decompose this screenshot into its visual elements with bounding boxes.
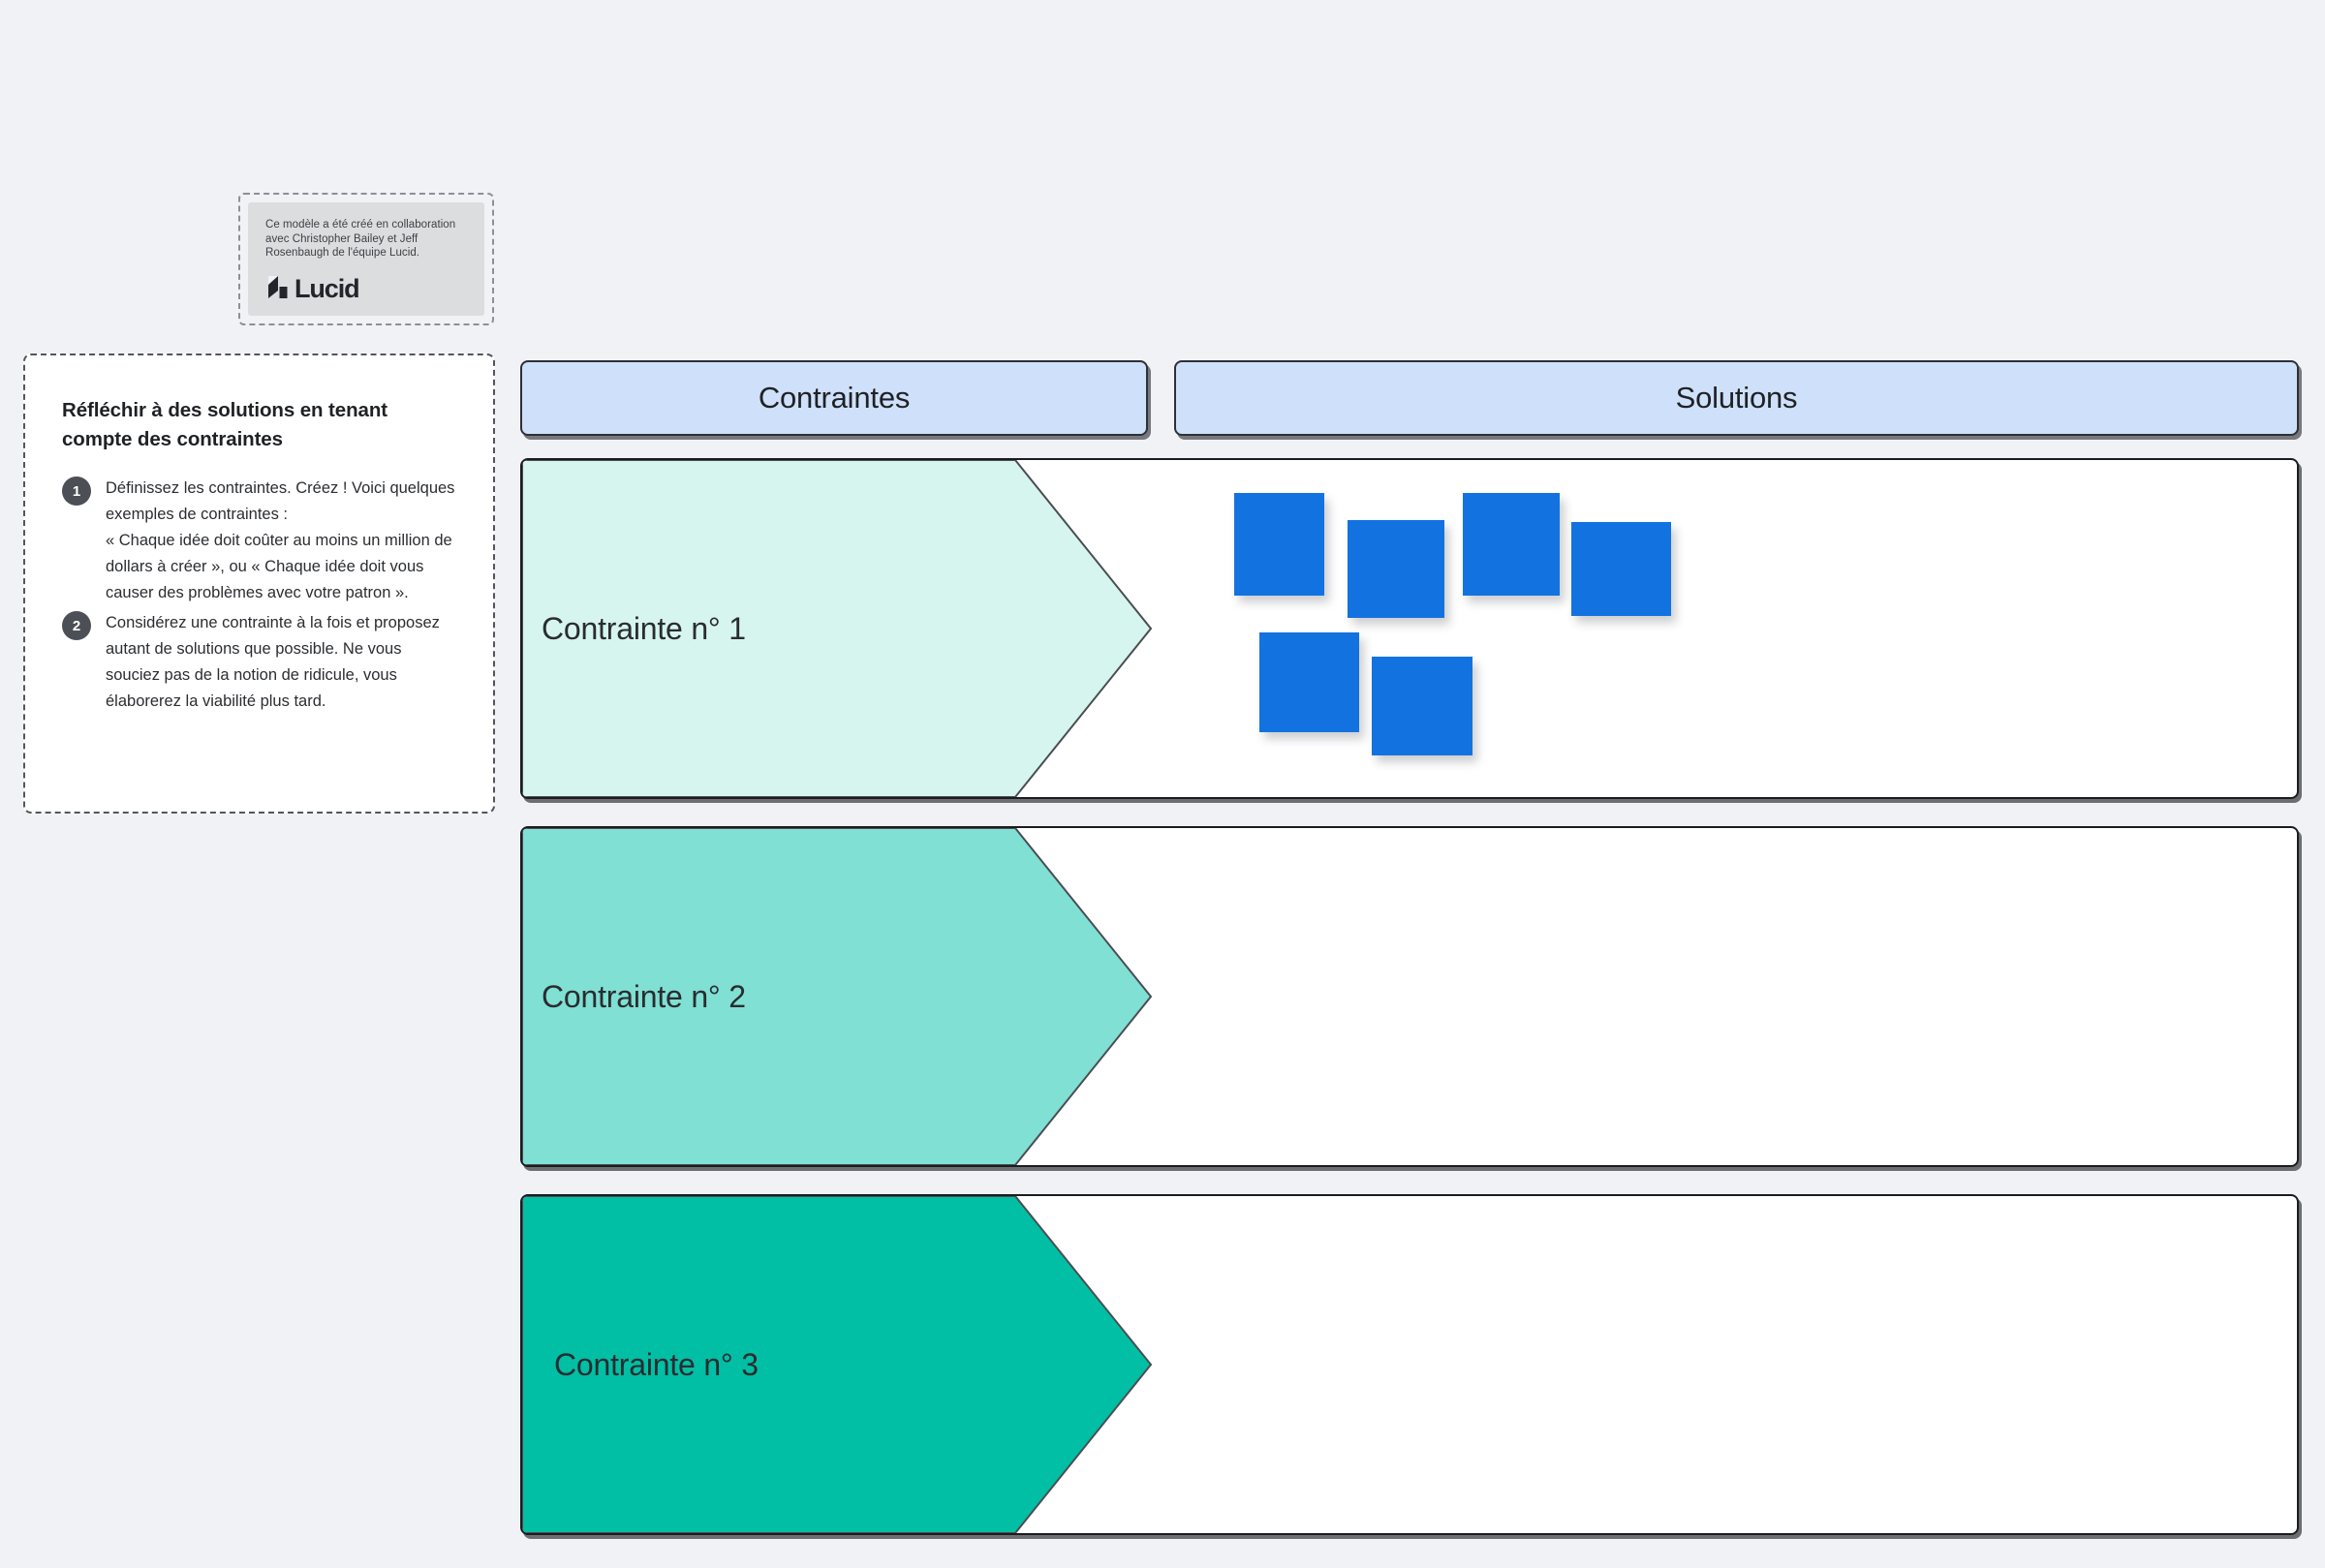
step-text: Définissez les contraintes. Créez ! Voic… (106, 479, 455, 601)
lucid-mark-icon (265, 274, 291, 305)
column-header-solutions-label: Solutions (1675, 381, 1798, 415)
constraint-chevron-3[interactable] (522, 1196, 1152, 1533)
sticky-note[interactable] (1348, 520, 1444, 618)
step-number-badge: 2 (62, 611, 91, 640)
sticky-note[interactable] (1463, 493, 1560, 596)
constraint-row-2[interactable]: Contrainte n° 2 (520, 826, 2299, 1167)
instruction-step: 1 Définissez les contraintes. Créez ! Vo… (62, 476, 458, 606)
lucid-logo: Lucid (265, 274, 467, 305)
instructions-panel[interactable]: Réfléchir à des solutions en tenant comp… (23, 354, 495, 814)
instructions-list: 1 Définissez les contraintes. Créez ! Vo… (62, 476, 458, 715)
lucid-credit-text: Ce modèle a été créé en collaboration av… (265, 219, 456, 259)
constraint-row-1[interactable]: Contrainte n° 1 (520, 458, 2299, 799)
constraint-chevron-1[interactable] (522, 460, 1152, 797)
sticky-note[interactable] (1234, 493, 1324, 596)
step-text: Considérez une contrainte à la fois et p… (106, 614, 440, 710)
instruction-step: 2 Considérez une contrainte à la fois et… (62, 610, 458, 715)
constraint-chevron-2[interactable] (522, 828, 1152, 1165)
lucid-credit-inner: Ce modèle a été créé en collaboration av… (248, 202, 484, 316)
column-header-solutions[interactable]: Solutions (1174, 360, 2299, 436)
sticky-note[interactable] (1259, 632, 1359, 732)
constraint-row-3[interactable]: Contrainte n° 3 (520, 1194, 2299, 1535)
column-header-constraints-label: Contraintes (758, 381, 911, 415)
sticky-note[interactable] (1571, 522, 1671, 616)
instructions-title: Réfléchir à des solutions en tenant comp… (62, 399, 388, 450)
column-header-constraints[interactable]: Contraintes (520, 360, 1148, 436)
lucid-wordmark: Lucid (294, 274, 360, 303)
sticky-note[interactable] (1372, 657, 1472, 755)
step-number-badge: 1 (62, 477, 91, 506)
lucid-credit-card[interactable]: Ce modèle a été créé en collaboration av… (238, 193, 494, 325)
